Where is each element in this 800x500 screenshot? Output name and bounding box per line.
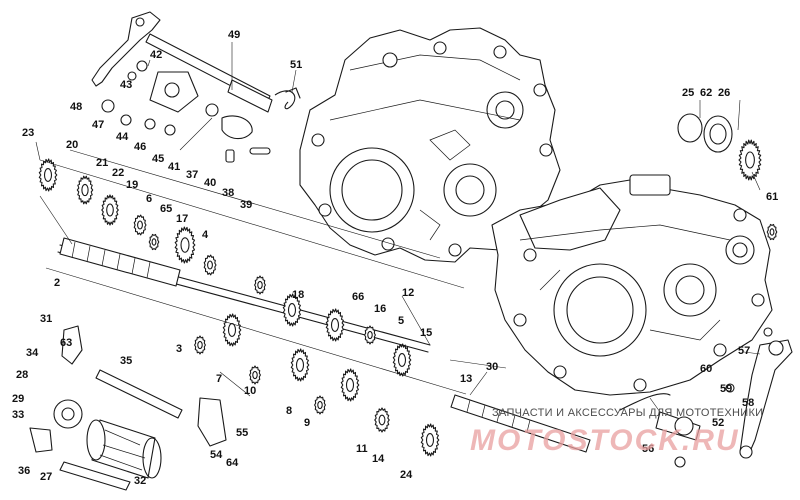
gear	[374, 407, 390, 433]
part-number-label: 54	[210, 449, 223, 461]
part-number-label: 10	[244, 385, 256, 397]
gear	[738, 139, 762, 181]
part-number-label: 13	[460, 373, 472, 385]
part-number-label: 29	[12, 393, 24, 405]
part-number-label: 58	[742, 397, 754, 409]
gear	[420, 423, 440, 457]
gear	[101, 194, 119, 226]
gear	[254, 275, 266, 295]
part-number-label: 14	[372, 453, 385, 465]
part-number-label: 26	[718, 87, 730, 99]
part-number-label: 19	[126, 179, 138, 191]
gear	[282, 293, 302, 327]
gearbox-shafts	[29, 237, 591, 491]
part-number-label: 38	[222, 187, 234, 199]
leader-lines	[35, 42, 761, 413]
part-number-label: 11	[356, 443, 368, 455]
part-number-label: 24	[400, 469, 413, 481]
part-number-label: 45	[152, 153, 164, 165]
gear	[364, 325, 376, 345]
part-number-label: 48	[70, 101, 82, 113]
part-number-label: 44	[116, 131, 129, 143]
part-number-label: 46	[134, 141, 146, 153]
part-number-label: 56	[642, 443, 654, 455]
part-number-label: 64	[226, 457, 239, 469]
gear	[325, 308, 345, 342]
part-number-label: 47	[92, 119, 104, 131]
part-number-label: 15	[420, 327, 432, 339]
part-number-label: 8	[286, 405, 292, 417]
part-number-label: 35	[120, 355, 132, 367]
part-number-label: 49	[228, 29, 240, 41]
part-number-label: 3	[176, 343, 182, 355]
gear	[392, 343, 412, 377]
part-number-label: 16	[374, 303, 386, 315]
gear	[133, 214, 147, 236]
part-number-label: 62	[700, 87, 712, 99]
part-number-label: 33	[12, 409, 24, 421]
part-number-label: 57	[738, 345, 750, 357]
part-number-label: 34	[26, 347, 39, 359]
part-number-label: 52	[712, 417, 724, 429]
gear-shift-pedal	[619, 327, 793, 468]
part-number-label: 17	[176, 213, 188, 225]
output-sprocket-group	[677, 113, 733, 153]
part-number-label: 59	[720, 383, 732, 395]
gear-set	[38, 139, 778, 457]
part-number-label: 25	[682, 87, 694, 99]
crankcase-left-half	[299, 27, 561, 263]
part-number-label: 22	[112, 167, 124, 179]
gear	[174, 226, 196, 264]
watermark-text: ЗАПЧАСТИ И АКСЕССУАРЫ ДЛЯ МОТОТЕХНИКИ	[492, 407, 763, 419]
part-number-label: 23	[22, 127, 34, 139]
gear	[340, 368, 360, 402]
part-number-label: 5	[398, 315, 404, 327]
part-number-label: 41	[168, 161, 180, 173]
part-number-label: 61	[766, 191, 778, 203]
part-number-label: 36	[18, 465, 30, 477]
part-number-label: 42	[150, 49, 162, 61]
part-number-label: 43	[120, 79, 132, 91]
watermark-logo: MOTOSTOCK.RU	[470, 424, 740, 457]
part-numbers: 4942435148474446454137403839232021221966…	[12, 29, 778, 487]
part-number-label: 32	[134, 475, 146, 487]
part-number-label: 12	[402, 287, 414, 299]
gear	[766, 223, 778, 241]
part-number-label: 20	[66, 139, 78, 151]
part-number-label: 51	[290, 59, 302, 71]
part-number-label: 27	[40, 471, 52, 483]
part-number-label: 4	[202, 229, 209, 241]
gear	[249, 365, 261, 385]
gear	[148, 233, 160, 251]
crankcase-right-half	[491, 174, 773, 396]
part-number-label: 21	[96, 157, 108, 169]
part-number-label: 40	[204, 177, 216, 189]
watermark: MOTOSTOCK.RU ЗАПЧАСТИ И АКСЕССУАРЫ ДЛЯ М…	[470, 407, 763, 457]
part-number-label: 31	[40, 313, 52, 325]
part-number-label: 18	[292, 289, 304, 301]
part-number-label: 39	[240, 199, 252, 211]
gear	[38, 158, 58, 192]
part-number-label: 7	[216, 373, 222, 385]
gear	[194, 335, 206, 355]
gear	[290, 348, 310, 382]
part-number-label: 9	[304, 417, 310, 429]
part-number-label: 63	[60, 337, 72, 349]
part-number-label: 65	[160, 203, 172, 215]
part-number-label: 60	[700, 363, 712, 375]
gear	[203, 254, 217, 276]
gear	[314, 395, 326, 415]
shift-lever-assembly	[91, 11, 301, 163]
gear	[76, 175, 94, 205]
part-number-label: 37	[186, 169, 198, 181]
part-number-label: 66	[352, 291, 364, 303]
gear	[222, 313, 242, 347]
part-number-label: 55	[236, 427, 248, 439]
part-number-label: 6	[146, 193, 152, 205]
part-number-label: 30	[486, 361, 498, 373]
part-number-label: 28	[16, 369, 28, 381]
part-number-label: 2	[54, 277, 60, 289]
